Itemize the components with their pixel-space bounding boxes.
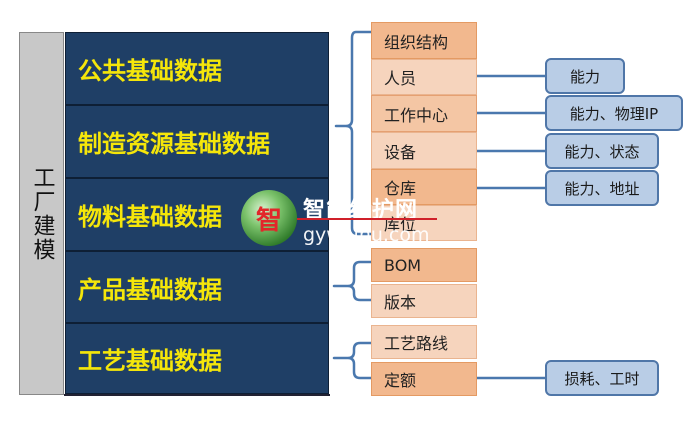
category-common: 公共基础数据 [65,32,329,105]
attr-label: 能力 [569,67,600,86]
item-label: 工艺路线 [384,334,449,353]
item-label: 版本 [384,293,417,312]
attr-label: 能力、状态 [564,142,640,161]
category-label: 物料基础数据 [78,203,222,231]
item-quota: 定额 [371,362,477,396]
watermark-url: gyweihu.com [303,224,430,246]
item-equipment: 设备 [371,132,477,169]
item-bom: BOM [371,248,477,282]
attr-label: 能力、地址 [564,179,640,198]
watermark-divider [297,218,437,220]
bracket-common [334,30,373,236]
category-product: 产品基础数据 [65,251,329,323]
category-label: 产品基础数据 [78,275,222,304]
item-version: 版本 [371,284,477,318]
watermark-globe-icon: 智 [241,190,297,246]
category-manufacturing-resource: 制造资源基础数据 [65,105,329,178]
item-warehouse: 仓库 [371,169,477,205]
item-label: 定额 [384,371,417,390]
item-label: 人员 [384,69,417,88]
item-label: 工作中心 [384,105,449,125]
item-label: 设备 [384,142,417,162]
attr-personnel: 能力 [545,58,625,94]
attr-label: 损耗、工时 [564,369,640,388]
attr-quota: 损耗、工时 [545,360,659,396]
category-label: 工艺基础数据 [78,347,222,375]
category-bottom-rule [64,394,330,396]
bracket-process [332,341,373,380]
item-label: 组织结构 [384,32,449,52]
item-org-structure: 组织结构 [371,22,477,59]
item-label: 仓库 [384,179,417,198]
item-personnel: 人员 [371,59,477,95]
attr-work-center: 能力、物理IP [545,95,683,131]
item-label: BOM [384,255,422,275]
attr-equipment: 能力、状态 [545,133,659,169]
category-label: 公共基础数据 [78,57,222,85]
root-label: 工厂建模 [29,165,55,262]
attr-warehouse: 能力、地址 [545,170,659,206]
root-node: 工厂建模 [19,32,64,395]
watermark-logo-char: 智 [255,205,282,236]
bracket-product [332,260,373,302]
attr-label: 能力、物理IP [569,104,659,123]
category-process: 工艺基础数据 [65,323,329,394]
category-label: 制造资源基础数据 [78,130,270,158]
item-process-route: 工艺路线 [371,325,477,359]
item-work-center: 工作中心 [371,95,477,132]
